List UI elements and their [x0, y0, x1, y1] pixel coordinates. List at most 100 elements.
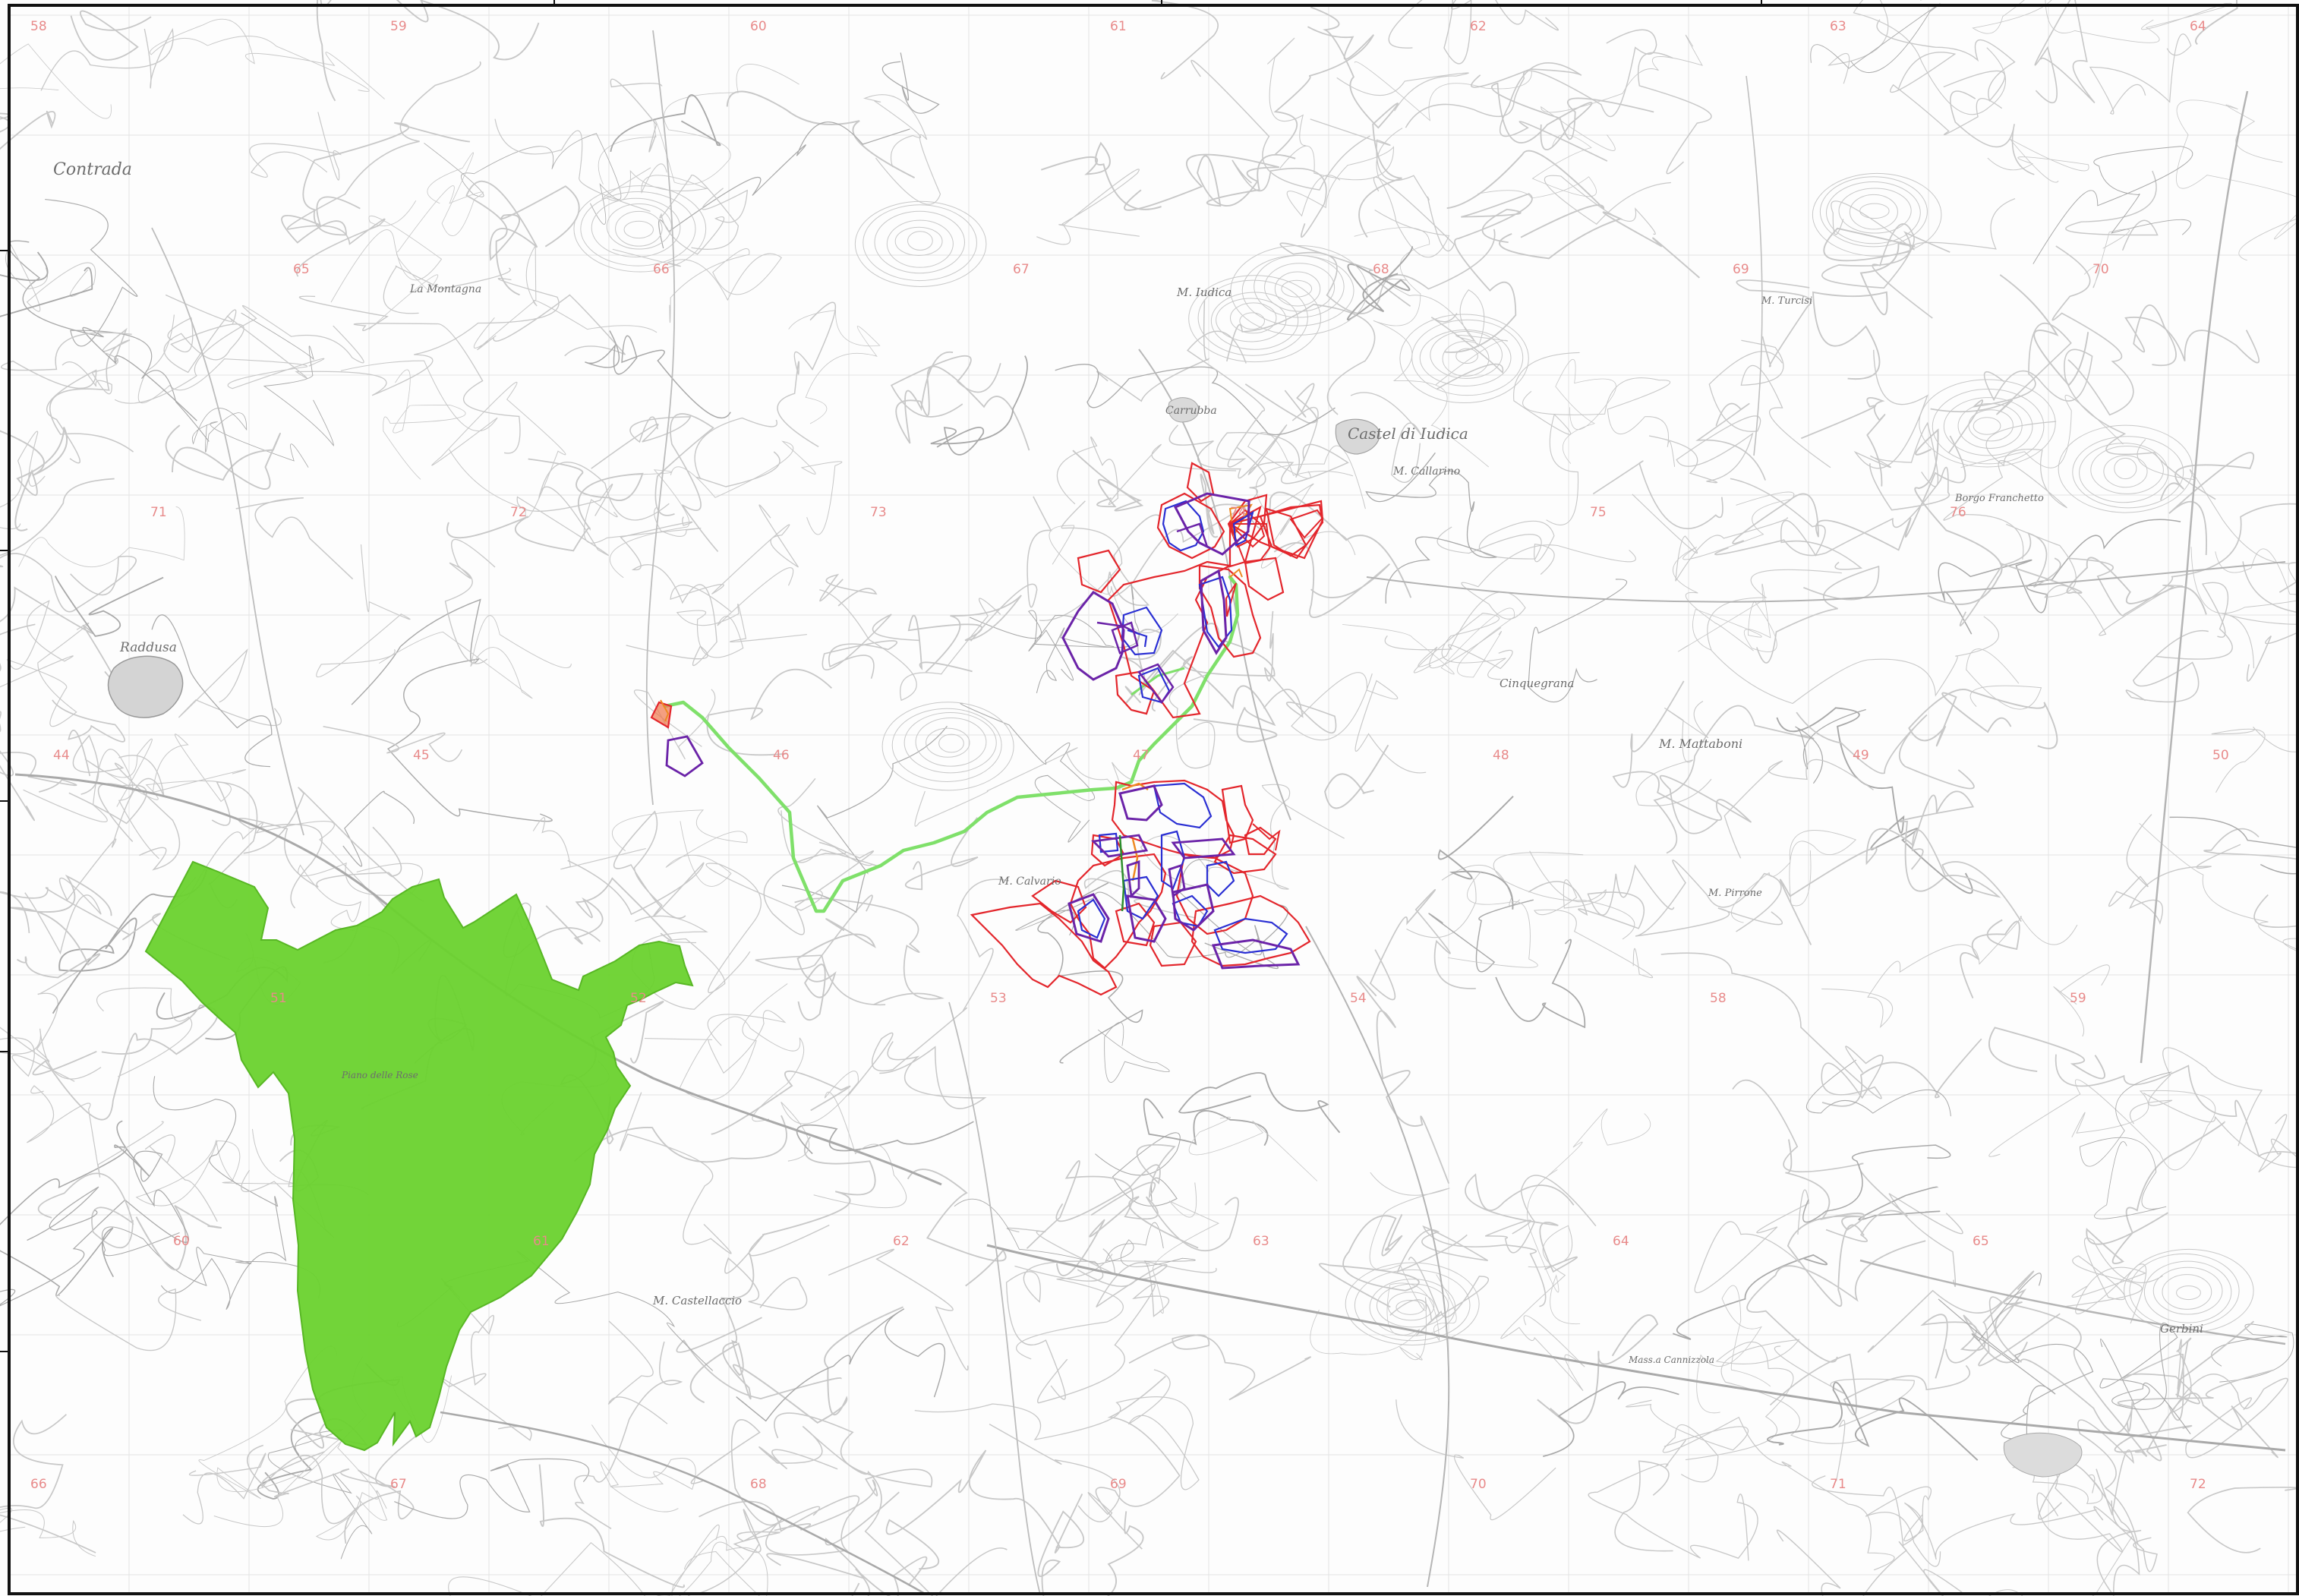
- grid-number-label: 72: [510, 505, 527, 520]
- contour-line: [1168, 673, 1216, 769]
- contour-line: [1513, 352, 1580, 525]
- contour-line: [135, 1204, 222, 1271]
- contour-line: [1800, 397, 1886, 487]
- contour-line: [851, 1556, 928, 1596]
- label-m-castellaccio: M. Castellaccio: [652, 1294, 742, 1307]
- contour-line: [1231, 159, 1327, 238]
- contour-line: [2190, 547, 2299, 614]
- contour-line: [1388, 0, 1559, 65]
- contour-line: [1776, 707, 1973, 894]
- contour-line: [0, 431, 46, 530]
- hill-contour: [591, 197, 681, 258]
- contour-line: [298, 862, 424, 931]
- contour-line: [1541, 34, 1703, 151]
- contour-line: [0, 332, 132, 464]
- hill-contour: [573, 185, 707, 273]
- contour-line: [0, 623, 36, 822]
- contour-line: [1036, 582, 1140, 694]
- label-raddusa: Raddusa: [119, 640, 177, 655]
- contour-line: [1244, 383, 1318, 424]
- contour-line: [654, 413, 719, 553]
- contour-line: [1072, 449, 1144, 512]
- contour-line: [163, 309, 244, 374]
- contour-line: [473, 244, 658, 351]
- contour-line: [1247, 432, 1354, 479]
- contour-line: [1714, 463, 1951, 557]
- hill-contour: [1419, 329, 1512, 386]
- contour-line: [1447, 871, 1538, 968]
- contour-line: [0, 1120, 150, 1297]
- contour-line: [1723, 759, 1874, 859]
- north-parcel-cluster[interactable]: [1061, 462, 1324, 719]
- grid-number-label: 70: [2092, 262, 2109, 277]
- contour-line: [368, 152, 484, 330]
- contour-line: [1255, 445, 1366, 569]
- hill-contour: [1455, 348, 1478, 364]
- contour-line: [1950, 90, 2035, 175]
- contour-line: [0, 600, 90, 727]
- contour-line: [1612, 680, 1752, 834]
- contour-line: [1056, 436, 1237, 506]
- contour-line: [1730, 478, 1863, 570]
- contour-line: [1055, 1143, 1176, 1222]
- cable-route-line[interactable]: [663, 575, 1240, 913]
- contour-line: [0, 1414, 96, 1553]
- contour-line: [1528, 864, 1675, 929]
- contour-line: [969, 610, 1115, 681]
- contour-line: [27, 1186, 99, 1241]
- contour-line: [330, 200, 443, 303]
- contour-line: [68, 783, 147, 843]
- contour-line: [1310, 1274, 1457, 1355]
- green-project-area[interactable]: [144, 860, 694, 1452]
- grid-number-label: 66: [30, 1477, 47, 1492]
- contour-line: [1888, 1193, 1963, 1287]
- label-masseria-cannizzola: Mass.a Cannizzola: [1628, 1355, 1714, 1365]
- contour-line: [1730, 830, 1857, 923]
- hill-contour: [2129, 1253, 2240, 1328]
- south-parcel-cluster[interactable]: [970, 779, 1311, 996]
- contour-line: [1356, 976, 1450, 1184]
- contour-line: [676, 567, 807, 658]
- contour-line: [1342, 607, 1515, 678]
- hill-contour: [907, 231, 933, 251]
- contour-line: [1678, 583, 1777, 652]
- west-parcel-group[interactable]: [650, 699, 704, 777]
- contour-line: [182, 1452, 266, 1525]
- contour-line: [2099, 1322, 2191, 1435]
- hill-contour: [2103, 455, 2148, 488]
- grid-number-label: 60: [173, 1234, 190, 1249]
- contour-line: [1806, 1059, 1951, 1117]
- contour-line: [1746, 1240, 1926, 1363]
- contour-line: [151, 614, 273, 768]
- cable-route-branch[interactable]: [1131, 667, 1185, 696]
- contour-line: [0, 750, 77, 793]
- contour-line: [1732, 435, 1966, 551]
- grid-number-label: 70: [1470, 1477, 1487, 1492]
- contour-line: [1430, 313, 1504, 390]
- grid-number-label: 47: [1133, 748, 1150, 763]
- grid-number-label: 52: [630, 991, 647, 1006]
- hill-contour: [926, 727, 970, 758]
- hill-contour: [2143, 1260, 2232, 1323]
- hill-contour: [615, 210, 663, 247]
- hill-contour: [1819, 176, 1928, 248]
- grid-number-label: 53: [990, 991, 1007, 1006]
- contour-line: [2125, 629, 2209, 703]
- contour-line: [1774, 1345, 1915, 1481]
- label-borgo-franchetto: Borgo Franchetto: [1954, 493, 2044, 504]
- contour-line: [1831, 198, 2016, 251]
- hill-contour: [1230, 245, 1368, 336]
- contour-line: [1795, 708, 1866, 784]
- contour-line: [1696, 1285, 1771, 1414]
- contour-line: [1389, 1257, 1489, 1336]
- contour-line: [879, 1041, 987, 1109]
- contour-line: [0, 427, 68, 531]
- contour-line: [2187, 1486, 2298, 1553]
- grid-number-label: 54: [1350, 991, 1367, 1006]
- grid-number-label: 50: [2212, 748, 2229, 763]
- contour-line: [1273, 26, 1375, 156]
- hill-contour: [1354, 1269, 1471, 1342]
- hill-contour: [1376, 1283, 1449, 1328]
